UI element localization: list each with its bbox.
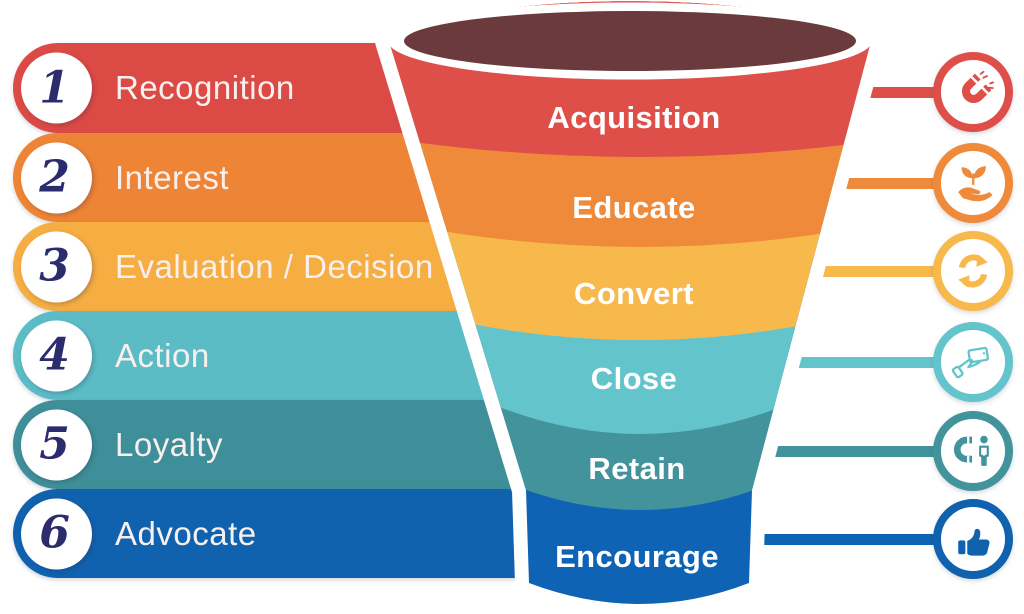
magnet-person-icon (953, 435, 989, 466)
acquisition-badge (933, 52, 1013, 132)
sync-arrows-icon (958, 254, 988, 288)
encourage-badge (933, 499, 1013, 579)
step-row-advocate: 6 Advocate (13, 489, 703, 578)
step-row-action: 4 Action (13, 311, 703, 400)
step-number: 4 (39, 329, 70, 381)
step-number: 2 (39, 151, 70, 203)
step-number: 6 (39, 507, 70, 559)
card-payment-icon (952, 346, 990, 379)
step-number-circle: 2 (21, 142, 92, 213)
step-number: 5 (39, 418, 70, 470)
retain-badge (933, 411, 1013, 491)
step-row-recognition: 1 Recognition (13, 43, 703, 133)
connector-line-acquisition (690, 87, 942, 98)
magnet-icon (962, 71, 994, 103)
step-number: 3 (39, 240, 70, 292)
step-number-circle: 6 (21, 498, 92, 569)
convert-badge (933, 231, 1013, 311)
connector-line-retain (690, 446, 942, 457)
connector-line-encourage (690, 534, 942, 545)
step-label: Evaluation / Decision (115, 247, 434, 285)
step-row-loyalty: 5 Loyalty (13, 400, 703, 489)
step-label: Loyalty (115, 425, 224, 463)
step-label: Interest (115, 158, 230, 196)
connector-line-educate (690, 178, 942, 189)
connector-line-close (690, 357, 942, 368)
step-label: Recognition (115, 69, 295, 106)
step-number: 1 (39, 62, 70, 113)
seedling-hand-icon (958, 166, 993, 202)
step-label: Advocate (115, 514, 257, 552)
connector-line-convert (690, 266, 942, 277)
step-number-circle: 5 (21, 409, 92, 480)
thumbs-up-icon (958, 528, 990, 556)
educate-badge (933, 143, 1013, 223)
step-number-circle: 1 (21, 52, 92, 124)
step-number-circle: 4 (21, 320, 92, 391)
step-row-evaluation: 3 Evaluation / Decision (13, 222, 703, 311)
step-row-interest: 2 Interest (13, 133, 703, 222)
step-number-circle: 3 (21, 231, 92, 302)
close-badge (933, 322, 1013, 402)
step-label: Action (115, 336, 210, 374)
